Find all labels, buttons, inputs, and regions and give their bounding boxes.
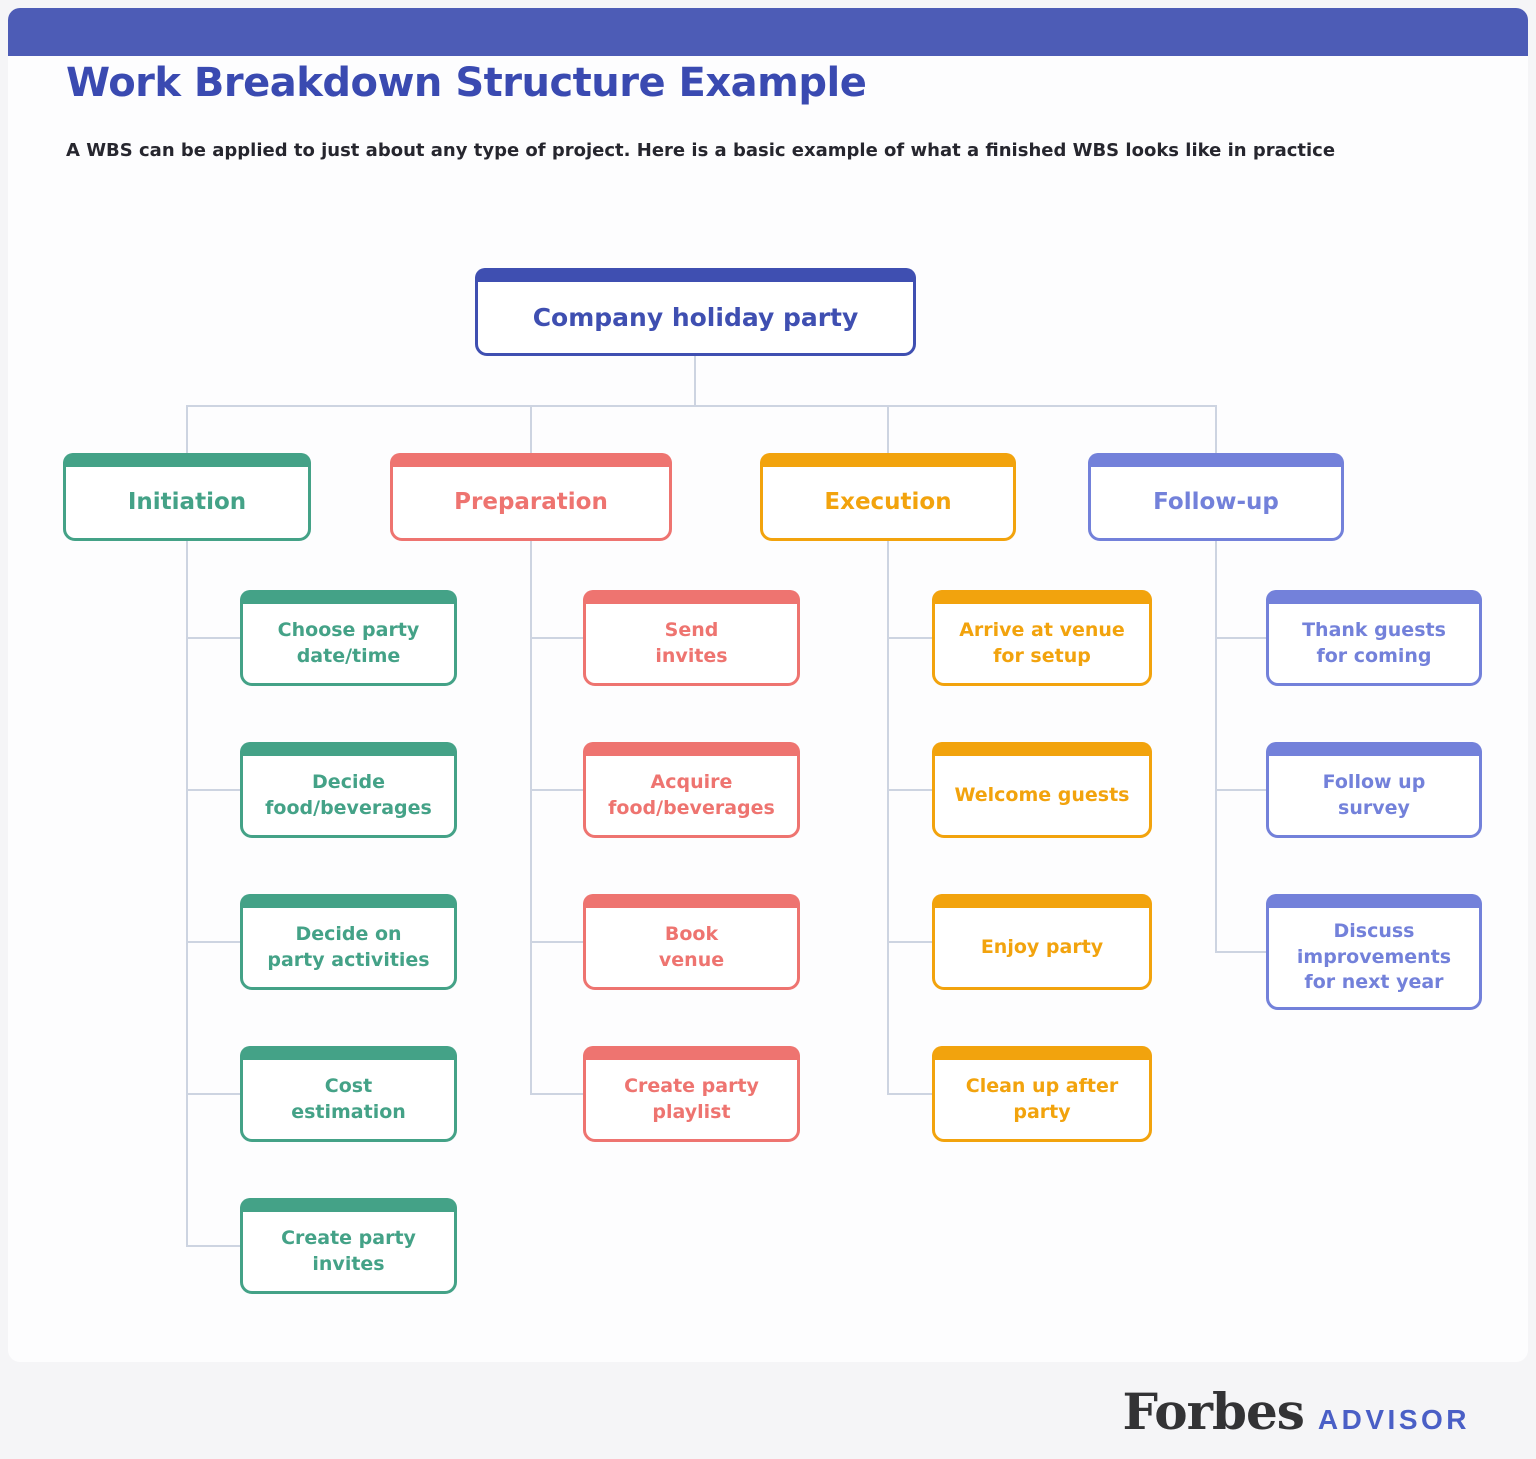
task-node: Enjoy party — [932, 894, 1152, 990]
task-label: Clean up after party — [965, 1074, 1119, 1123]
top-accent-bar — [8, 8, 1528, 56]
task-label: Arrive at venue for setup — [959, 618, 1125, 667]
task-label: Choose party date/time — [277, 618, 420, 667]
connector-bus — [186, 405, 1217, 407]
connector-column-line — [530, 540, 532, 1095]
task-node: Acquire food/beverages — [583, 742, 800, 838]
connector-child-stub — [186, 789, 240, 791]
connector-branch-stub — [530, 405, 532, 455]
connector-child-stub — [530, 789, 583, 791]
category-label: Preparation — [454, 488, 608, 515]
advisor-wordmark: ADVISOR — [1317, 1404, 1470, 1435]
task-label: Enjoy party — [980, 935, 1104, 958]
task-label: Decide food/beverages — [265, 770, 432, 819]
connector-column-line — [1215, 540, 1217, 953]
infographic-card: Work Breakdown Structure Example A WBS c… — [8, 8, 1528, 1362]
connector-child-stub — [887, 941, 932, 943]
task-node: Follow up survey — [1266, 742, 1482, 838]
connector-child-stub — [1215, 951, 1266, 953]
task-label: Discuss improvements for next year — [1296, 920, 1452, 994]
connector-child-stub — [887, 1093, 932, 1095]
category-label: Follow-up — [1153, 488, 1279, 515]
task-label: Thank guests for coming — [1302, 618, 1446, 667]
root-node-label: Company holiday party — [532, 302, 859, 332]
category-node-follow-up: Follow-up — [1088, 453, 1344, 541]
task-node: Book venue — [583, 894, 800, 990]
connector-child-stub — [186, 637, 240, 639]
task-node: Arrive at venue for setup — [932, 590, 1152, 686]
task-node: Create party invites — [240, 1198, 457, 1294]
task-node: Clean up after party — [932, 1046, 1152, 1142]
task-node: Thank guests for coming — [1266, 590, 1482, 686]
page-title: Work Breakdown Structure Example — [66, 60, 867, 106]
task-node: Decide on party activities — [240, 894, 457, 990]
page-subtitle: A WBS can be applied to just about any t… — [66, 140, 1336, 161]
task-label: Cost estimation — [291, 1074, 406, 1123]
connector-branch-stub — [887, 405, 889, 455]
connector-column-line — [186, 540, 188, 1247]
connector-child-stub — [186, 941, 240, 943]
category-node-execution: Execution — [760, 453, 1016, 541]
connector-child-stub — [530, 637, 583, 639]
connector-branch-stub — [186, 405, 188, 455]
task-label: Follow up survey — [1322, 770, 1426, 819]
forbes-advisor-logo: Forbes ADVISOR — [1123, 1382, 1470, 1441]
task-label: Acquire food/beverages — [608, 770, 775, 819]
task-node: Cost estimation — [240, 1046, 457, 1142]
connector-child-stub — [186, 1093, 240, 1095]
connector-child-stub — [530, 1093, 583, 1095]
root-node: Company holiday party — [475, 268, 916, 356]
connector-child-stub — [887, 789, 932, 791]
task-label: Send invites — [655, 618, 728, 667]
connector-column-line — [887, 540, 889, 1095]
task-label: Welcome guests — [954, 783, 1130, 806]
task-node: Choose party date/time — [240, 590, 457, 686]
category-label: Execution — [824, 488, 952, 515]
connector-root-stem — [694, 354, 696, 406]
task-label: Decide on party activities — [267, 922, 430, 971]
category-node-initiation: Initiation — [63, 453, 311, 541]
task-label: Create party playlist — [624, 1074, 759, 1123]
category-node-preparation: Preparation — [390, 453, 672, 541]
task-label: Create party invites — [281, 1226, 416, 1275]
task-node: Welcome guests — [932, 742, 1152, 838]
connector-child-stub — [1215, 637, 1266, 639]
connector-child-stub — [186, 1245, 240, 1247]
connector-child-stub — [1215, 789, 1266, 791]
forbes-wordmark: Forbes — [1122, 1382, 1305, 1441]
task-label: Book venue — [658, 922, 725, 971]
connector-child-stub — [530, 941, 583, 943]
task-node: Send invites — [583, 590, 800, 686]
connector-child-stub — [887, 637, 932, 639]
category-label: Initiation — [127, 488, 247, 515]
connector-branch-stub — [1215, 405, 1217, 455]
task-node: Create party playlist — [583, 1046, 800, 1142]
task-node: Discuss improvements for next year — [1266, 894, 1482, 1010]
task-node: Decide food/beverages — [240, 742, 457, 838]
